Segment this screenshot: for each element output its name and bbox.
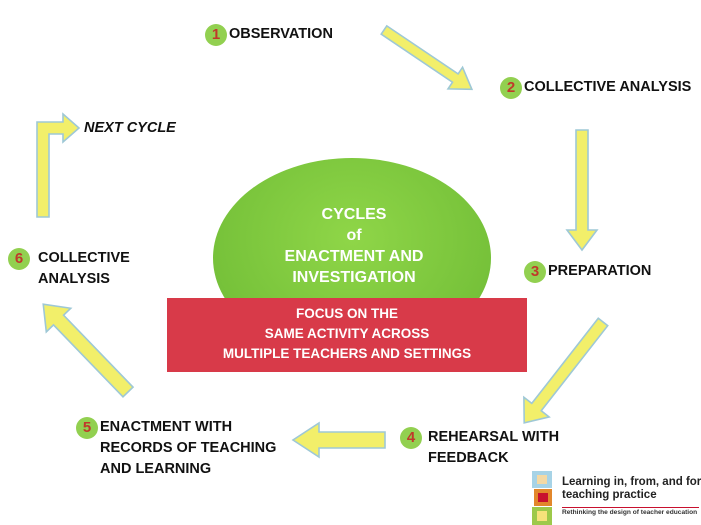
step-label: COLLECTIVE ANALYSIS (524, 79, 692, 95)
arrow-analysis-to-preparation (565, 129, 599, 252)
arrow-preparation-to-rehearsal (523, 317, 609, 424)
step-number-badge: 2 (500, 77, 522, 99)
logo: Learning in, from, and for teaching prac… (524, 468, 701, 525)
step-enactment: 5 ENACTMENT WITH RECORDS OF TEACHING AND… (76, 417, 276, 480)
step-number-badge: 3 (524, 261, 546, 283)
step-number-badge: 1 (205, 24, 227, 46)
logo-divider (562, 507, 699, 508)
step-preparation: 3 PREPARATION (524, 261, 651, 283)
step-collective-analysis-2: 6 COLLECTIVE ANALYSIS (8, 248, 130, 290)
step-number-badge: 4 (400, 427, 422, 449)
next-cycle-label: NEXT CYCLE (84, 120, 176, 136)
logo-title: Learning in, from, and for teaching prac… (562, 476, 701, 501)
logo-subtitle: Rethinking the design of teacher educati… (562, 509, 698, 516)
step-label: OBSERVATION (229, 26, 333, 42)
step-number-badge: 6 (8, 248, 30, 270)
arrow-analysis-to-next-cycle (36, 112, 81, 218)
step-number-badge: 5 (76, 417, 98, 439)
focus-banner: FOCUS ON THE SAME ACTIVITY ACROSS MULTIP… (167, 298, 527, 372)
arrow-observation-to-analysis (380, 24, 474, 91)
arrow-rehearsal-to-enactment (291, 421, 386, 459)
cycle-title: CYCLES of ENACTMENT AND INVESTIGATION (284, 206, 424, 286)
step-label: ENACTMENT WITH RECORDS OF TEACHING AND L… (100, 419, 277, 477)
step-rehearsal: 4 REHEARSAL WITH FEEDBACK (400, 427, 559, 469)
arrow-enactment-to-analysis (42, 303, 135, 398)
step-label: COLLECTIVE ANALYSIS (38, 250, 130, 287)
step-collective-analysis: 2 COLLECTIVE ANALYSIS (500, 77, 691, 99)
step-label: PREPARATION (548, 263, 652, 279)
step-label: REHEARSAL WITH FEEDBACK (428, 429, 560, 466)
blocks-icon (532, 471, 552, 525)
step-observation: 1 OBSERVATION (205, 24, 333, 46)
